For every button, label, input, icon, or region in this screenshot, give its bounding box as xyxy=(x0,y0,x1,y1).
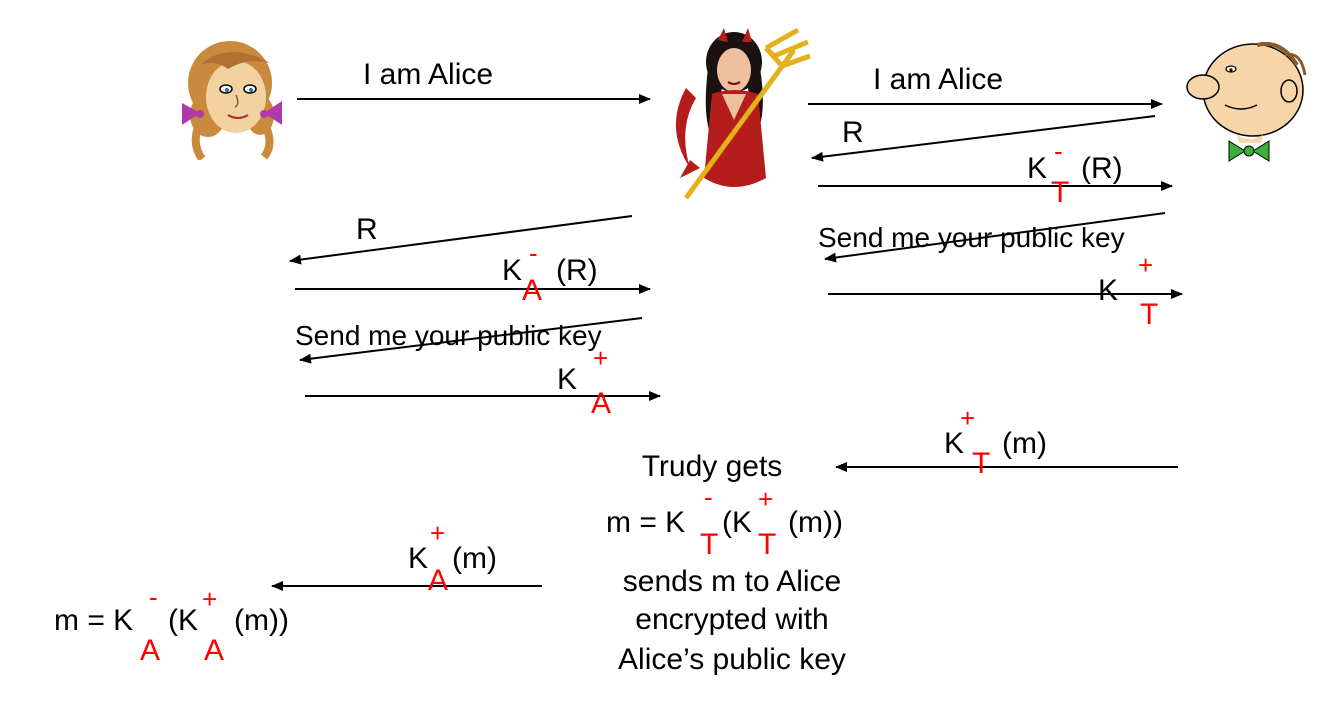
msg-bob-R: R xyxy=(842,116,864,149)
key-owner-A: A xyxy=(140,634,161,667)
key-letter: K xyxy=(557,363,578,396)
alices-public-key-text: Alice’s public key xyxy=(618,643,846,676)
arrow-trudy-R-to-alice xyxy=(289,215,633,265)
eq-lhs: m = K xyxy=(606,506,686,539)
arg-R: (R) xyxy=(1081,152,1123,185)
public-key-sign: + xyxy=(430,518,446,548)
private-key-sign: - xyxy=(529,238,538,268)
msg-trudy-R: R xyxy=(356,213,378,246)
arrow-bob-R-to-trudy xyxy=(811,115,1156,162)
public-key-sign: + xyxy=(593,343,609,373)
eq-open: (K xyxy=(168,604,198,637)
key-owner-A: A xyxy=(591,387,612,420)
key-letter: K xyxy=(1098,274,1119,307)
eq-close: (m)) xyxy=(788,506,843,539)
private-key-sign: - xyxy=(149,582,158,612)
key-owner-T: T xyxy=(972,447,991,480)
left-K-minus-A-R: K - A (R) xyxy=(502,240,612,308)
encrypted-with-text: encrypted with xyxy=(635,603,829,636)
msg-bob-send-me-public-key: Send me your public key xyxy=(818,222,1125,253)
sends-m-to-alice-text: sends m to Alice xyxy=(622,565,842,598)
trudy-avatar xyxy=(675,28,811,200)
eq-close: (m)) xyxy=(234,604,289,637)
public-key-sign: + xyxy=(758,484,774,514)
key-owner-A: A xyxy=(204,634,225,667)
private-key-sign: - xyxy=(704,482,713,512)
bob-K-plus-T-m: K + T (m) xyxy=(944,405,1064,483)
right-K-minus-T-R: K - T (R) xyxy=(1027,138,1137,212)
key-letter: K xyxy=(1027,152,1048,185)
msg-trudy-send-me-public-key: Send me your public key xyxy=(295,320,602,351)
public-key-sign: + xyxy=(960,403,976,433)
key-owner-T: T xyxy=(758,528,777,561)
key-owner-T: T xyxy=(700,528,719,561)
arg-R: (R) xyxy=(556,254,598,287)
public-key-sign: + xyxy=(202,584,218,614)
alice-avatar xyxy=(182,41,282,160)
msg-trudy-i-am-alice: I am Alice xyxy=(873,63,1004,96)
key-owner-A: A xyxy=(522,274,543,307)
arg-m: (m) xyxy=(1002,427,1047,460)
key-owner-T: T xyxy=(1140,298,1159,331)
arg-m: (m) xyxy=(452,542,497,575)
eq-open: (K xyxy=(722,506,752,539)
key-letter: K xyxy=(502,254,523,287)
key-letter: K xyxy=(944,427,965,460)
left-K-plus-A: K + A xyxy=(557,345,627,425)
key-owner-A: A xyxy=(428,564,449,597)
eq-lhs: m = K xyxy=(54,604,134,637)
key-owner-T: T xyxy=(1051,176,1070,209)
key-letter: K xyxy=(408,542,429,575)
msg-alice-i-am-alice: I am Alice xyxy=(363,58,494,91)
trudy-K-plus-A-m: K + A (m) xyxy=(408,520,528,600)
arrow-trudy-request-key xyxy=(299,317,643,364)
trudy-gets-text: Trudy gets xyxy=(641,450,783,483)
private-key-sign: - xyxy=(1054,136,1063,166)
bob-avatar xyxy=(1186,42,1307,162)
right-K-plus-T: K + T xyxy=(1098,252,1168,332)
trudy-decrypt-equation: m = K - T (K + T (m)) xyxy=(606,484,876,568)
public-key-sign: + xyxy=(1138,250,1154,280)
alice-decrypt-equation: m = K - A (K + A (m)) xyxy=(54,582,314,667)
arrow-bob-request-key xyxy=(824,212,1166,263)
